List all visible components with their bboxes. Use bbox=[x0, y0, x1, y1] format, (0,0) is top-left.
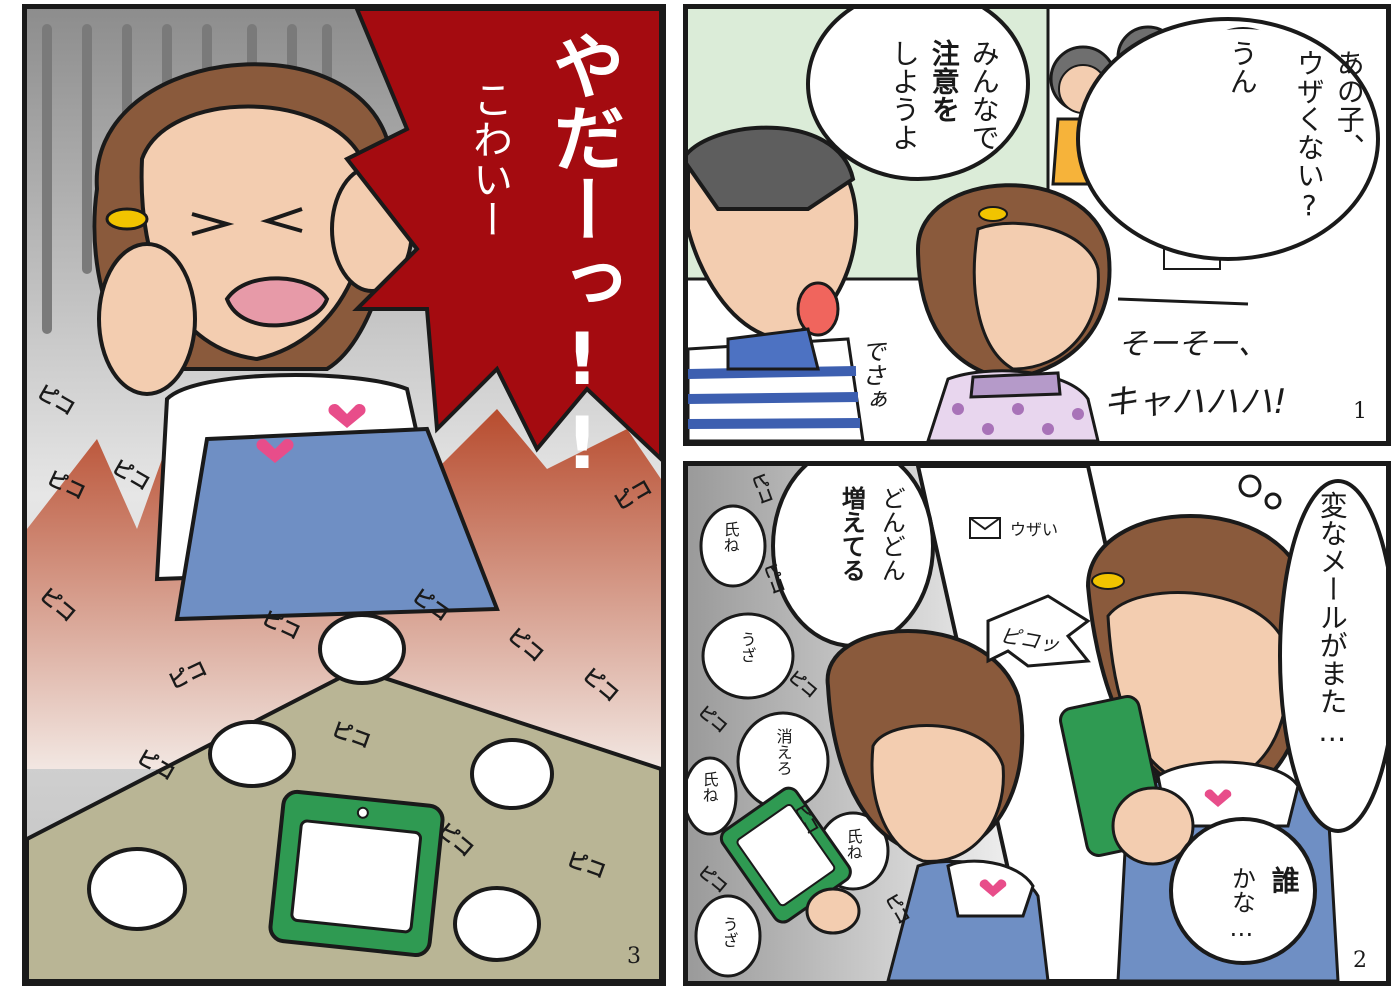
bubble-lead-line3: しようよ bbox=[887, 39, 921, 151]
panel-1-illustration bbox=[688, 9, 1386, 441]
who-line2: かな… bbox=[1227, 866, 1256, 942]
msg-uza: うざ bbox=[737, 631, 757, 663]
bubble-girls-line1: あの子、 bbox=[1332, 49, 1366, 161]
msg-shine: 氏ね bbox=[720, 521, 740, 553]
panel-2-illustration bbox=[688, 466, 1386, 981]
scream-text: こわいー bbox=[466, 79, 512, 239]
envelope-icon bbox=[969, 517, 1001, 539]
laugh-text: キャハハハ! bbox=[1103, 382, 1287, 422]
chatter-text: そーそー、 bbox=[1118, 327, 1268, 362]
shout-text: やだーっ!! bbox=[540, 29, 625, 485]
panel-3-illustration bbox=[27, 9, 661, 981]
msg-shine: 氏ね bbox=[843, 828, 863, 860]
msg-shine: 氏ね bbox=[699, 771, 719, 803]
bubble-reply: うん bbox=[1225, 39, 1259, 95]
panel-number: 1 bbox=[1353, 399, 1367, 424]
increasing-line2: 増えてる bbox=[837, 486, 866, 582]
panel-number: 3 bbox=[627, 944, 641, 969]
panel-1: あの子、 ウザくない? うん みんなで 注意を しようよ でさぁ そーそー、 キ… bbox=[683, 4, 1391, 446]
bubble-lead-line2: 注意を bbox=[927, 39, 961, 123]
panel-3: やだーっ!! こわいー ピコ ピコ ピコ ピコ ピコ ピコ ピコ ピコ ピコ ピ… bbox=[22, 4, 666, 986]
phone-illustration bbox=[268, 789, 445, 958]
panel-number: 2 bbox=[1353, 948, 1367, 973]
mail-subject: ウザい bbox=[1010, 520, 1059, 539]
bubble-lead-line1: みんなで bbox=[967, 39, 1001, 151]
boy-speech: でさぁ bbox=[857, 339, 886, 411]
bubble-girls-line2: ウザくない? bbox=[1292, 49, 1326, 222]
msg-kiero: 消えろ bbox=[773, 728, 793, 776]
who-line1: 誰 bbox=[1267, 866, 1301, 894]
increasing-line1: どんどん bbox=[877, 486, 906, 582]
msg-uza: うざ bbox=[719, 916, 739, 948]
thought-text: 変なメールがまた… bbox=[1315, 491, 1349, 748]
panel-2: 変なメールがまた… 誰 かな… どんどん 増えてる ウザい ピコッ 氏ね うざ … bbox=[683, 461, 1391, 986]
